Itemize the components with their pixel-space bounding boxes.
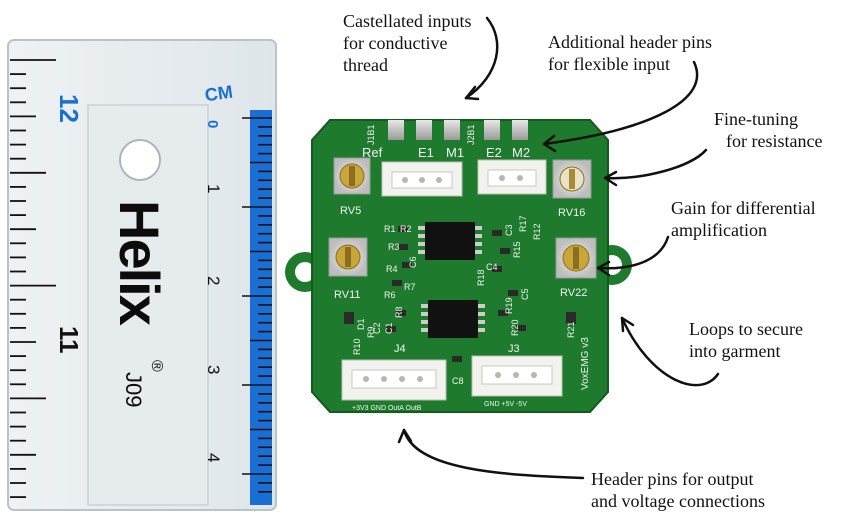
ruler-cm-1: 1 [204, 184, 223, 193]
ruler-blue-band [250, 110, 272, 505]
arrow-loops [620, 316, 720, 387]
silk-label-r21: R21 [566, 321, 576, 338]
ic-chip-lower [421, 300, 485, 338]
pin-label-m2: M2 [512, 145, 530, 160]
silk-label-r12: R12 [532, 223, 542, 240]
ruler-cm-0: 0 [204, 120, 221, 128]
silk-label-r1: R1 [384, 224, 396, 234]
annotation-line: Loops to secure [689, 319, 803, 339]
pin-label-e1: E1 [418, 145, 434, 160]
annotation-additional-header-pins: Additional header pins for flexible inpu… [548, 31, 712, 75]
silk-label-c6: C6 [408, 256, 418, 268]
annotation-gain: Gain for differential amplification [671, 197, 816, 241]
cm-ticks [242, 117, 272, 493]
annotation-line: Gain for differential [671, 198, 816, 218]
connector-j3 [471, 355, 563, 397]
arrow-header-extra [542, 60, 699, 146]
silk-label-c8: C8 [452, 376, 464, 386]
annotation-loops: Loops to secure into garment [689, 318, 803, 362]
annotation-line: for resistance [726, 131, 823, 151]
potentiometer-rv22 [555, 237, 597, 279]
pcb-board: Ref E1 M1 E2 M2 J1B1 J2B1 [285, 119, 632, 413]
silk-label-r19: R19 [504, 297, 514, 314]
silk-label-r10: R10 [352, 338, 362, 355]
silk-label-r20: R20 [510, 319, 520, 336]
potentiometer-rv11 [328, 237, 368, 277]
annotation-line: Castellated inputs [343, 11, 472, 31]
silk-label-r9: R9 [366, 326, 376, 338]
pot-label-rv11: RV11 [334, 289, 361, 301]
silk-label-r3: R3 [388, 242, 400, 252]
silk-label-c1: C1 [384, 322, 394, 334]
annotation-line: Fine-tuning [714, 109, 798, 129]
silk-label-r8: R8 [394, 306, 404, 318]
annotation-line: into garment [689, 341, 781, 361]
pin-label-ref: Ref [362, 145, 383, 160]
inch-ticks [10, 59, 56, 499]
j4-pin-labels: +3V3 GND OutA OutB [352, 405, 422, 412]
potentiometer-rv5 [333, 157, 371, 195]
smd-components [344, 226, 576, 362]
annotation-line: for conductive [343, 33, 448, 53]
ruler-brand: Helix [108, 200, 171, 326]
ruler: CM 0 1 2 3 4 12 11 Helix ® J09 [7, 39, 277, 511]
input-connector-left [381, 161, 463, 197]
annotation-output-header-pins: Header pins for output and voltage conne… [591, 468, 765, 512]
ruler-unit-label: CM [204, 82, 235, 106]
ruler-cm-3: 3 [204, 365, 223, 374]
ref-label-j1b1: J1B1 [366, 124, 376, 145]
annotation-line: thread [343, 55, 388, 75]
pot-label-rv22: RV22 [560, 287, 587, 299]
board-name: VoxEMG v3 [580, 337, 591, 390]
silk-label-c5: C5 [520, 288, 530, 300]
annotation-castellated-inputs: Castellated inputs for conductive thread [343, 10, 471, 76]
annotation-line: Header pins for output [591, 469, 754, 489]
ruler-model: J09 [121, 372, 146, 407]
ruler-registered-mark: ® [148, 360, 165, 372]
arrow-output [402, 428, 585, 480]
connector-label-j3: J3 [508, 343, 520, 355]
silk-label-c3: C3 [504, 224, 514, 236]
input-connector-right [477, 159, 547, 195]
silk-label-c2: C2 [372, 322, 382, 334]
arrow-gain [596, 235, 670, 270]
silk-label-r15: R15 [512, 241, 522, 258]
ruler-inch-11: 11 [54, 326, 84, 354]
ic-chip-upper [418, 222, 482, 260]
ruler-cm-2: 2 [204, 276, 223, 285]
ref-label-j2b1: J2B1 [466, 124, 476, 145]
annotation-line: Additional header pins [548, 32, 712, 52]
silk-label-c4: C4 [486, 262, 498, 272]
connector-j4 [341, 359, 447, 401]
annotation-line: amplification [671, 220, 767, 240]
silk-label-r18: R18 [476, 269, 486, 286]
arrow-fine-tuning [603, 148, 708, 180]
silk-label-r17: R17 [518, 215, 528, 232]
j3-pin-labels: GND +5V -5V [484, 401, 527, 408]
silk-label-r6: R6 [384, 290, 396, 300]
ruler-inch-12: 12 [54, 94, 84, 123]
ruler-cm-4: 4 [204, 453, 223, 462]
annotation-line: for flexible input [548, 54, 670, 74]
silk-label-r2: R2 [400, 224, 412, 234]
annotation-fine-tuning: Fine-tuning for resistance [714, 108, 822, 152]
annotation-arrows [397, 16, 720, 480]
silk-label-r4: R4 [386, 264, 398, 274]
silk-label-d1: D1 [356, 318, 366, 330]
pin-label-m1: M1 [446, 145, 464, 160]
pot-label-rv5: RV5 [340, 205, 361, 217]
annotation-line: and voltage connections [591, 491, 765, 511]
potentiometer-rv16 [552, 159, 592, 199]
connector-label-j4: J4 [394, 343, 406, 355]
pot-label-rv16: RV16 [558, 207, 585, 219]
silk-label-r7: R7 [404, 282, 416, 292]
arrow-castellated [464, 16, 499, 100]
pin-label-e2: E2 [486, 145, 502, 160]
castellated-pads [388, 120, 528, 140]
